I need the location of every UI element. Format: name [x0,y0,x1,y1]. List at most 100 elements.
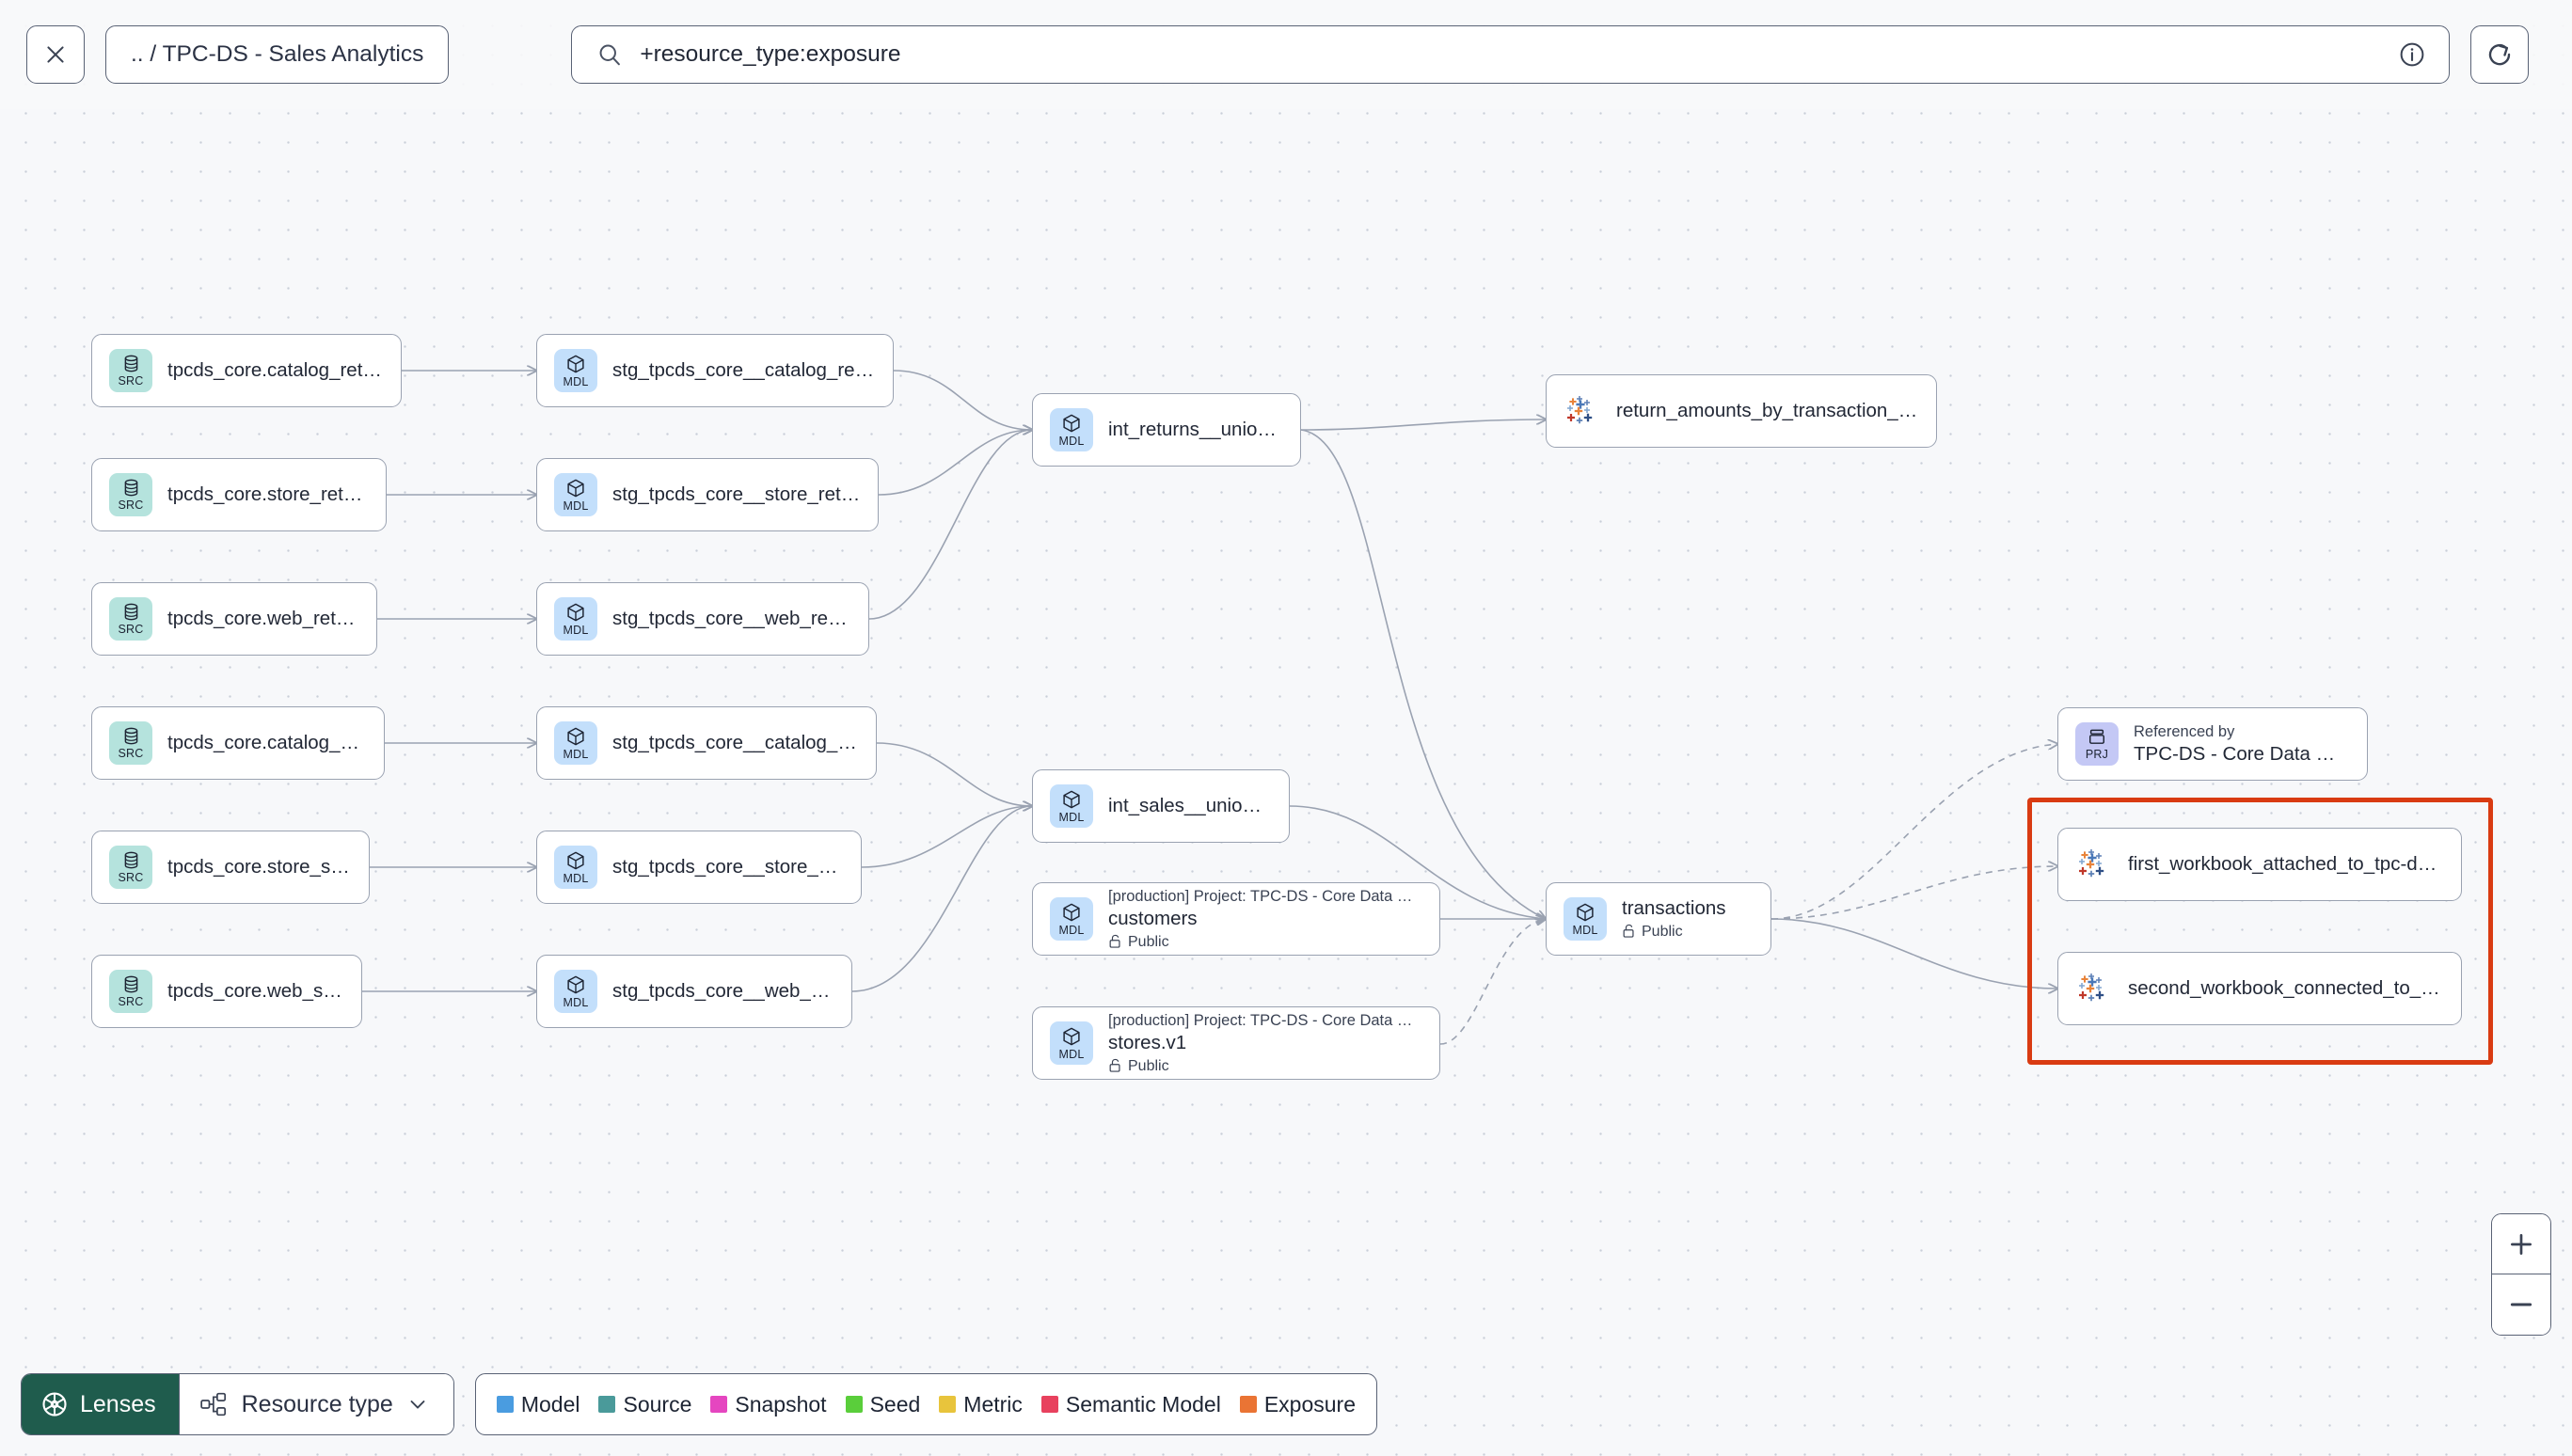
legend-item-semantic-model[interactable]: Semantic Model [1040,1391,1221,1417]
graph-node-mdl-stg-web-sales[interactable]: MDL stg_tpcds_core__web_sales [536,955,852,1028]
node-title: transactions [1622,896,1726,919]
close-icon [47,46,64,63]
node-text-block: tpcds_core.catalog_returns [167,358,384,383]
graph-node-exp-return-amounts[interactable]: return_amounts_by_transaction_type [1546,374,1937,448]
node-visibility: Public [1622,922,1726,942]
node-title: int_sales__unioned [1108,795,1272,817]
legend-item-exposure[interactable]: Exposure [1239,1392,1356,1417]
node-type-badge-mdl: MDL [554,970,597,1013]
legend-item-source[interactable]: Source [598,1392,691,1417]
resource-type-dropdown[interactable]: Resource type [178,1374,453,1434]
refresh-button[interactable] [2470,25,2530,84]
legend-item-metric[interactable]: Metric [939,1392,1023,1417]
graph-node-src-catalog-returns[interactable]: SRC tpcds_core.catalog_returns [91,334,402,407]
node-type-badge-label: SRC [118,374,144,388]
node-type-badge-label: MDL [1572,923,1598,937]
search-input[interactable] [640,36,2389,73]
node-type-badge-mdl: MDL [1564,897,1607,941]
database-icon [124,727,137,745]
legend-label: Semantic Model [1065,1391,1221,1416]
node-title: TPC-DS - Core Data Models [2134,743,2350,766]
lenses-control-group: Lenses Resource type [21,1373,454,1435]
node-subtitle: [production] Project: TPC-DS - Core Data… [1108,887,1422,905]
node-type-badge-label: MDL [1058,810,1085,824]
zoom-out-button[interactable] [2492,1274,2550,1335]
legend-swatch [845,1396,863,1413]
node-type-badge-label: MDL [563,995,589,1009]
legend-item-model[interactable]: Model [496,1391,580,1417]
legend-label: Model [520,1391,580,1416]
node-type-badge-mdl: MDL [554,846,597,889]
node-visibility-label: Public [1128,933,1169,950]
plus-icon [2511,1233,2532,1255]
info-circle-icon[interactable] [2398,40,2426,69]
lenses-label: Lenses [80,1390,156,1417]
node-type-badge-label: MDL [1058,434,1085,448]
graph-node-mdl-int-sales-unioned[interactable]: MDL int_sales__unioned [1032,769,1290,843]
node-title: int_returns__unioned [1108,419,1283,441]
database-icon [124,975,137,993]
node-title: stg_tpcds_core__web_sales [612,980,834,1003]
database-icon [124,479,137,497]
node-type-badge-label: SRC [118,499,144,513]
database-icon [124,851,137,869]
node-title: return_amounts_by_transaction_type [1616,400,1919,422]
node-type-badge-mdl: MDL [1050,408,1093,451]
tableau-icon [1567,396,1593,424]
graph-node-mdl-int-returns-unioned[interactable]: MDL int_returns__unioned [1032,393,1301,467]
node-subtitle: [production] Project: TPC-DS - Core Data… [1108,1011,1422,1029]
graph-node-mdl-stg-catalog-returns[interactable]: MDL stg_tpcds_core__catalog_returns [536,334,894,407]
cube-icon [567,479,584,498]
database-icon [124,603,137,621]
lenses-button[interactable]: Lenses [22,1374,179,1434]
node-title: tpcds_core.store_returns [167,483,369,506]
node-visibility: Public [1108,932,1422,953]
node-text-block: second_workbook_connected_to_live… [2128,976,2444,1001]
node-title: stg_tpcds_core__catalog_sales [612,732,859,754]
legend-label: Source [623,1391,692,1416]
graph-node-exp-first-workbook[interactable]: first_workbook_attached_to_tpc-ds_-_… [2057,828,2462,901]
legend-item-snapshot[interactable]: Snapshot [710,1392,827,1417]
node-type-badge-label: SRC [118,747,144,761]
cube-icon [567,727,584,746]
cube-icon [1063,414,1080,433]
graph-node-mdl-stores-v1[interactable]: MDL[production] Project: TPC-DS - Core D… [1032,1006,1440,1080]
legend-swatch [710,1396,728,1413]
node-type-badge-mdl: MDL [554,473,597,516]
close-button[interactable] [26,25,85,84]
node-title: second_workbook_connected_to_live… [2128,977,2444,1000]
node-text-block: stg_tpcds_core__catalog_sales [612,731,859,755]
node-title: stores.v1 [1108,1032,1187,1054]
node-title: stg_tpcds_core__catalog_returns [612,359,876,382]
search-bar[interactable] [571,25,2451,84]
node-type-badge-mdl: MDL [554,349,597,392]
cube-icon [1063,903,1080,922]
node-visibility: Public [1108,1056,1422,1077]
node-visibility-label: Public [1128,1057,1169,1074]
exposure-tableau-icon [2075,848,2107,880]
zoom-in-button[interactable] [2492,1214,2550,1274]
graph-node-mdl-customers[interactable]: MDL[production] Project: TPC-DS - Core D… [1032,882,1440,956]
node-type-badge-label: MDL [563,871,589,885]
node-title: stg_tpcds_core__web_returns [612,608,851,630]
lock-open-icon [1109,935,1120,949]
breadcrumb[interactable]: .. / TPC-DS - Sales Analytics [105,25,450,84]
graph-node-src-store-returns[interactable]: SRC tpcds_core.store_returns [91,458,387,531]
graph-node-exp-second-workbook[interactable]: second_workbook_connected_to_live… [2057,952,2462,1025]
legend-item-seed[interactable]: Seed [845,1392,920,1417]
node-type-badge-src: SRC [109,721,152,765]
cube-icon [567,975,584,994]
node-type-badge-label: MDL [563,374,589,388]
